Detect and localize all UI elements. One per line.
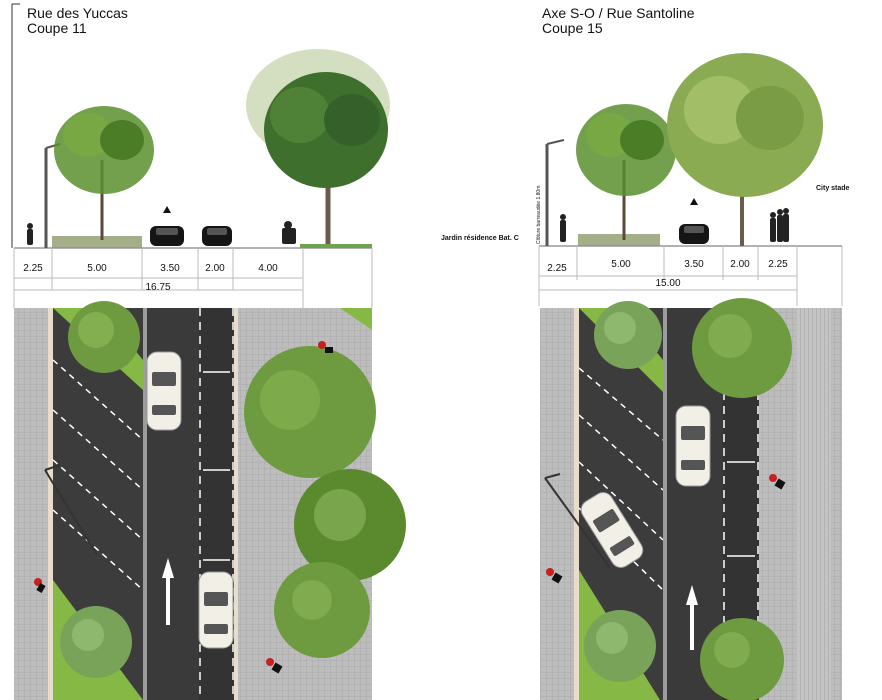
right-subtitle: Coupe 15	[542, 20, 603, 36]
left-dim-3: 3.50	[160, 263, 180, 274]
left-dim-total: 16.75	[145, 282, 171, 293]
left-subtitle: Coupe 11	[27, 20, 87, 36]
left-car-top	[146, 351, 182, 431]
right-dim-1: 2.25	[547, 263, 567, 274]
right-dim-2: 5.00	[611, 259, 631, 270]
label-jardin: Jardin résidence Bat. C	[441, 235, 519, 242]
left-tree-large	[246, 49, 390, 244]
right-dim-total: 15.00	[655, 278, 681, 289]
right-title: Axe S-O / Rue Santoline	[542, 5, 695, 21]
left-dim-1: 2.25	[23, 263, 43, 274]
left-car-bottom	[198, 571, 234, 649]
right-dim-4: 2.00	[730, 259, 750, 270]
left-dim-2: 5.00	[87, 263, 107, 274]
left-tree-small	[54, 106, 154, 240]
left-title: Rue des Yuccas	[27, 5, 128, 21]
left-dim-4: 2.00	[205, 263, 225, 274]
label-city-stade: City stade	[816, 185, 850, 192]
right-dim-5: 2.25	[768, 259, 788, 270]
right-dim-3: 3.50	[684, 259, 704, 270]
left-dim-5: 4.00	[258, 263, 278, 274]
